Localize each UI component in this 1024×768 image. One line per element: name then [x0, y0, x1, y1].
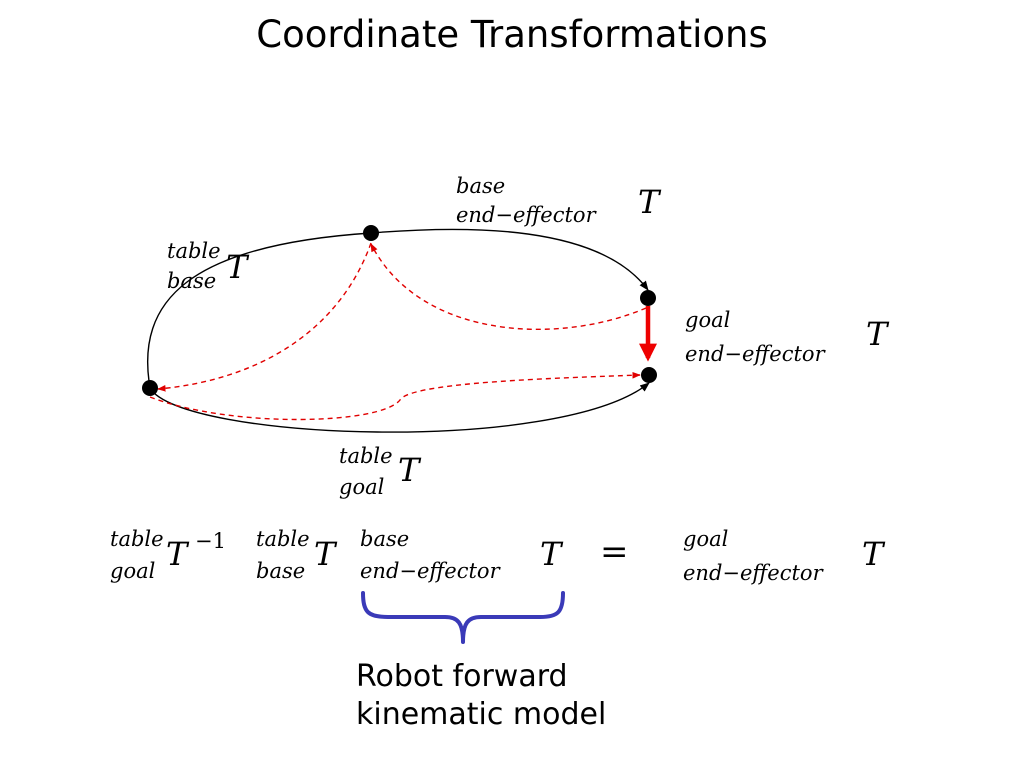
svg-text:table: table: [110, 527, 164, 551]
svg-text:end−effector: end−effector: [685, 342, 827, 366]
slide-title: Coordinate Transformations: [256, 13, 768, 56]
svg-text:base: base: [167, 269, 216, 293]
frame-node-table: [142, 380, 158, 396]
brace-caption: Robot forward kinematic model: [356, 658, 676, 734]
svg-text:base: base: [456, 174, 505, 198]
brace-icon: [361, 591, 565, 644]
svg-text:table: table: [167, 239, 221, 263]
equation-term-table-goal-inverse: table goal T −1: [110, 527, 226, 583]
svg-text:T: T: [398, 451, 422, 489]
svg-text:base: base: [256, 559, 305, 583]
svg-text:T: T: [862, 535, 886, 573]
svg-text:T: T: [226, 248, 250, 286]
svg-text:end−effector: end−effector: [683, 561, 825, 585]
frame-node-goal: [641, 367, 657, 383]
path-table-to-goal: [149, 382, 650, 433]
svg-text:T: T: [166, 535, 190, 573]
frame-node-base: [363, 225, 379, 241]
svg-text:goal: goal: [683, 527, 728, 551]
equation-term-goal-endeffector: goal end−effector T: [683, 527, 886, 585]
path-base-to-endeffector: [370, 228, 649, 291]
label-table-goal: table goal T: [339, 444, 422, 499]
dashed-table-to-goal: [149, 371, 641, 421]
equation-term-base-endeffector: base end−effector T: [360, 527, 564, 583]
svg-text:T: T: [638, 183, 662, 221]
svg-text:table: table: [256, 527, 310, 551]
caption-line-2: kinematic model: [356, 697, 607, 732]
caption-line-1: Robot forward: [356, 659, 568, 694]
frame-node-end-effector: [640, 290, 656, 306]
svg-text:−1: −1: [195, 529, 226, 553]
equation-equals-sign: =: [600, 532, 629, 572]
svg-text:end−effector: end−effector: [360, 559, 502, 583]
label-base-endeffector: base end−effector T: [456, 174, 662, 227]
svg-text:T: T: [866, 315, 890, 353]
dashed-base-to-table: [157, 242, 372, 392]
svg-text:base: base: [360, 527, 409, 551]
svg-text:goal: goal: [685, 308, 730, 332]
label-table-base: table base T: [167, 239, 250, 293]
svg-text:T: T: [540, 535, 564, 573]
svg-text:end−effector: end−effector: [456, 203, 598, 227]
dashed-endeffector-to-base: [370, 243, 647, 331]
svg-text:goal: goal: [110, 559, 155, 583]
svg-text:table: table: [339, 444, 393, 468]
path-table-to-base: [146, 232, 372, 389]
svg-text:T: T: [314, 535, 338, 573]
label-goal-endeffector: goal end−effector T: [685, 308, 890, 366]
equation-term-table-base: table base T: [256, 527, 338, 583]
equation: table goal T −1 table base T base end−ef…: [110, 527, 886, 585]
svg-text:goal: goal: [339, 475, 384, 499]
